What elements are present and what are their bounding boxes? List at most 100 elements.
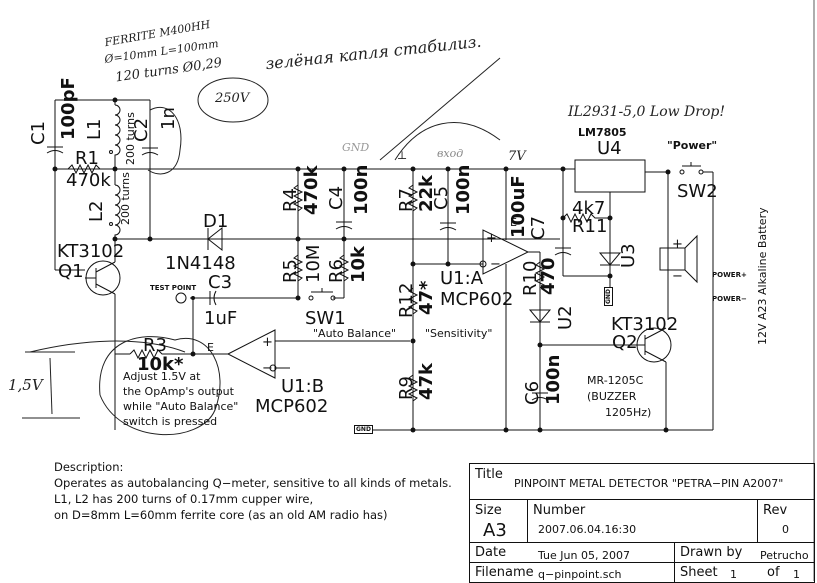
label-c1: C1 (28, 120, 49, 145)
transistor-q1 (85, 239, 121, 430)
pin-plus-u1b: + (262, 335, 273, 350)
sheet-cell: Sheet 1 of 1 (675, 563, 815, 582)
description-block: Description: Operates as autobalancing Q… (54, 459, 452, 523)
label-u3: U3 (618, 243, 639, 268)
caption-sw1: "Auto Balance" (313, 327, 397, 340)
drawn-label: Drawn by (680, 545, 743, 560)
value-r10: 470 (538, 257, 559, 295)
value-r1: 470k (66, 170, 111, 191)
value-r4: 470k (301, 165, 322, 215)
description-line3: on D=8mm L=60mm ferrite core (as an old … (54, 508, 388, 522)
resistor-r4 (292, 184, 304, 212)
label-r9: R9 (396, 376, 417, 400)
filename-cell: Filename q−pinpoint.sch (470, 563, 675, 582)
label-l1: L1 (84, 118, 105, 140)
label-c2: C2 (131, 117, 152, 142)
rev-cell: Rev 0 (758, 500, 815, 543)
value-c4: 100n (351, 164, 372, 215)
value-r11: 4k7 (572, 198, 606, 219)
gnd-label-u3: GND (604, 287, 613, 306)
resistor-r3 (129, 348, 192, 360)
number-label: Number (533, 503, 586, 518)
hand-loop-r3 (99, 336, 221, 436)
value-c5: 100n (453, 164, 474, 215)
opamp-u1a (468, 220, 530, 290)
led-u2 (528, 309, 552, 323)
hand-arrow-diag (379, 57, 501, 161)
description-line1: Operates as autobalancing Q−meter, sensi… (54, 476, 452, 490)
capacitor-c7 (554, 247, 572, 256)
label-d1: D1 (203, 211, 229, 232)
resistor-r9 (407, 374, 419, 402)
value-q1: KT3102 (57, 241, 125, 262)
label-sw2: SW2 (677, 181, 718, 202)
title-cell: Title PINPOINT METAL DETECTOR "PETRA−PIN… (470, 464, 815, 500)
label-power-minus: POWER− (712, 295, 747, 303)
value-u4: LM7805 (578, 126, 627, 139)
switch-sw2 (679, 162, 704, 175)
label-l2: L2 (86, 200, 107, 222)
capacitor-c1 (46, 146, 64, 154)
buzzer-minus: − (672, 269, 683, 284)
size-label: Size (475, 503, 502, 518)
sheet-value: 1 (730, 568, 737, 581)
buzzer-type: (BUZZER (587, 390, 637, 403)
description-line2: L1, L2 has 200 turns of 0.17mm cupper wi… (54, 492, 314, 506)
pin-e-u1b: E (207, 341, 214, 354)
capacitor-c2 (141, 147, 159, 156)
pin-minus-u1b: − (262, 361, 273, 376)
value-u1b: MCP602 (255, 396, 329, 417)
buzzer (659, 234, 698, 284)
note-gnd: GND (342, 141, 370, 154)
label-c6: C6 (522, 380, 543, 405)
capacitor-c6 (531, 392, 549, 401)
label-c7: C7 (528, 215, 549, 240)
led-u3 (598, 252, 622, 266)
note-1-5v: 1,5V (8, 376, 43, 394)
label-power-plus: POWER+ (712, 271, 747, 279)
buzzer-model: MR-1205C (587, 374, 644, 387)
rev-value: 0 (782, 523, 789, 536)
size-cell: Size A3 (470, 500, 528, 543)
note-regulator: IL2931-5,0 Low Drop! (568, 104, 725, 120)
label-sw1: SW1 (305, 308, 346, 329)
sheet-label: Sheet (680, 565, 718, 580)
title-value: PINPOINT METAL DETECTOR "PETRA−PIN A2007… (514, 477, 784, 490)
potentiometer-r12 (407, 287, 419, 315)
label-r4: R4 (280, 188, 301, 212)
resistor-r5 (292, 254, 304, 282)
capacitor-c3 (209, 290, 217, 306)
label-u1a: U1:A (440, 268, 484, 289)
value-r5: 10M (303, 244, 324, 283)
filename-value: q−pinpoint.sch (538, 568, 622, 581)
drawn-value: Petrucho (760, 549, 809, 562)
label-r7: R7 (396, 188, 417, 212)
annotation-r3-line4: switch is pressed (123, 415, 218, 428)
title-block: Title PINPOINT METAL DETECTOR "PETRA−PIN… (469, 463, 815, 583)
resistor-r11 (562, 212, 610, 224)
note-7v: 7V (508, 149, 526, 164)
label-u1b: U1:B (281, 376, 325, 397)
inductor-l2 (109, 184, 121, 249)
hand-loop-c2 (147, 107, 182, 175)
caption-sensitivity: "Sensitivity" (425, 327, 493, 340)
value-c1: 100pF (58, 77, 79, 140)
value-r3: 10k* (137, 354, 184, 375)
rev-label: Rev (763, 503, 788, 518)
buzzer-plus: + (672, 237, 683, 252)
pin-e-u1a: E (510, 216, 517, 229)
annotation-r3-line3: while "Auto Balance" (123, 400, 239, 413)
caption-sw2: "Power" (667, 139, 718, 152)
test-point-icon (175, 292, 187, 304)
label-c5: C5 (431, 185, 452, 210)
switch-sw1 (308, 288, 345, 301)
label-u2: U2 (555, 305, 576, 330)
note-input: вход (437, 147, 464, 160)
label-r5: R5 (280, 259, 301, 283)
diode-d1 (207, 226, 223, 252)
filename-label: Filename (475, 565, 534, 580)
description-heading: Description: (54, 460, 124, 474)
regulator-u4 (574, 159, 646, 193)
label-r11: R11 (572, 216, 608, 237)
value-u1a: MCP602 (440, 289, 514, 310)
